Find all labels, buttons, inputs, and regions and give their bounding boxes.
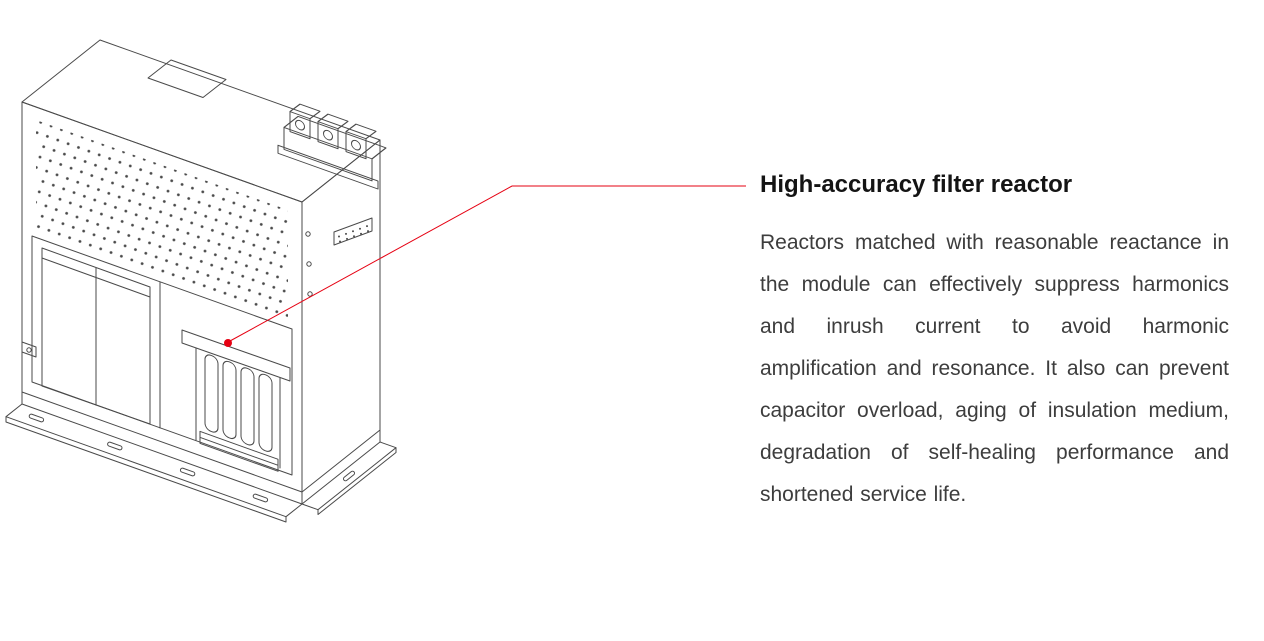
base-plinth <box>21 391 381 505</box>
filter-module-line-drawing <box>5 39 397 523</box>
pin-connector <box>333 217 373 246</box>
callout-leader-line <box>229 185 746 342</box>
top-cutout <box>147 59 227 98</box>
screw-heads <box>305 231 313 297</box>
vent-perforation-area <box>36 120 288 318</box>
feature-callout: High-accuracy filter reactor Reactors ma… <box>760 171 1229 516</box>
feature-title: High-accuracy filter reactor <box>760 171 1073 198</box>
mounting-flange <box>5 403 397 523</box>
terminal-block <box>277 103 387 190</box>
cabinet-right-face <box>301 139 381 493</box>
capacitor-block <box>41 247 151 425</box>
opening-frame <box>31 235 293 476</box>
feature-description: Reactors matched with reasonable reactan… <box>760 231 1229 507</box>
callout-leader <box>224 185 746 347</box>
side-bracket <box>21 341 37 358</box>
filter-reactor <box>181 329 291 472</box>
